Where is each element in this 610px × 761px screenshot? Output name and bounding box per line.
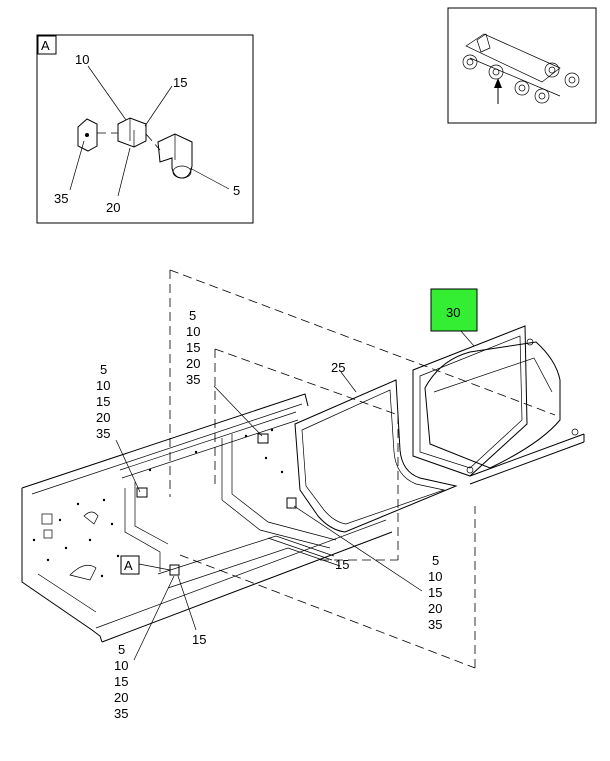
stack-bottom-10: 10 (114, 658, 128, 673)
detail-a-badge: A (124, 558, 133, 573)
stack-left-35: 35 (96, 426, 110, 441)
inset-a-frame (36, 34, 254, 224)
callout-25: 25 (331, 360, 345, 375)
stack-top-20: 20 (186, 356, 200, 371)
hinge-fastener-left (136, 487, 148, 498)
stack-top-10: 10 (186, 324, 200, 339)
detail-inset-a: A 10 15 35 20 5 (36, 34, 254, 224)
stack-bottom-20: 20 (114, 690, 128, 705)
stack-left-20: 20 (96, 410, 110, 425)
stack-bottom-5: 5 (118, 642, 125, 657)
bracket-plate (77, 118, 98, 152)
callout-30: 30 (446, 305, 460, 320)
hinge-fastener-right (286, 497, 297, 509)
part-30-highlight[interactable] (430, 288, 478, 332)
inset-a-badge-box (37, 35, 57, 55)
hinge-block (117, 117, 147, 148)
callout-15-floor: 15 (335, 557, 349, 572)
storage-box-part-30 (412, 325, 585, 485)
detail-a-badge-box (120, 555, 140, 575)
locator-inset (447, 7, 597, 124)
stack-right-10: 10 (428, 569, 442, 584)
stack-top-15: 15 (186, 340, 200, 355)
locator-frame (447, 7, 597, 124)
stack-left-15: 15 (96, 394, 110, 409)
arrow-up-icon (494, 78, 502, 88)
main-assembly (21, 269, 585, 669)
inset-a-badge: A (41, 38, 50, 53)
stack-bottom: 5 10 15 20 35 (114, 642, 128, 721)
inset-callout-15: 15 (173, 75, 187, 90)
stack-top-5: 5 (189, 308, 196, 323)
stack-left-5: 5 (100, 362, 107, 377)
stack-right-15: 15 (428, 585, 442, 600)
stack-right-20: 20 (428, 601, 442, 616)
tray-part-25 (294, 379, 458, 533)
inset-callout-10: 10 (75, 52, 89, 67)
stack-bottom-35: 35 (114, 706, 128, 721)
inset-callout-5: 5 (233, 183, 240, 198)
stack-right-5: 5 (432, 553, 439, 568)
stack-left-10: 10 (96, 378, 110, 393)
inset-callout-20: 20 (106, 200, 120, 215)
stack-top: 5 10 15 20 35 (186, 308, 200, 387)
stack-top-35: 35 (186, 372, 200, 387)
stack-left: 5 10 15 20 35 (96, 362, 110, 441)
stack-right-35: 35 (428, 617, 442, 632)
stack-bottom-15: 15 (114, 674, 128, 689)
bracket-hole (85, 133, 89, 137)
hinge-fastener-top (257, 433, 269, 444)
inset-callout-35: 35 (54, 191, 68, 206)
stack-right: 5 10 15 20 35 (428, 553, 442, 632)
callout-15-lower: 15 (192, 632, 206, 647)
